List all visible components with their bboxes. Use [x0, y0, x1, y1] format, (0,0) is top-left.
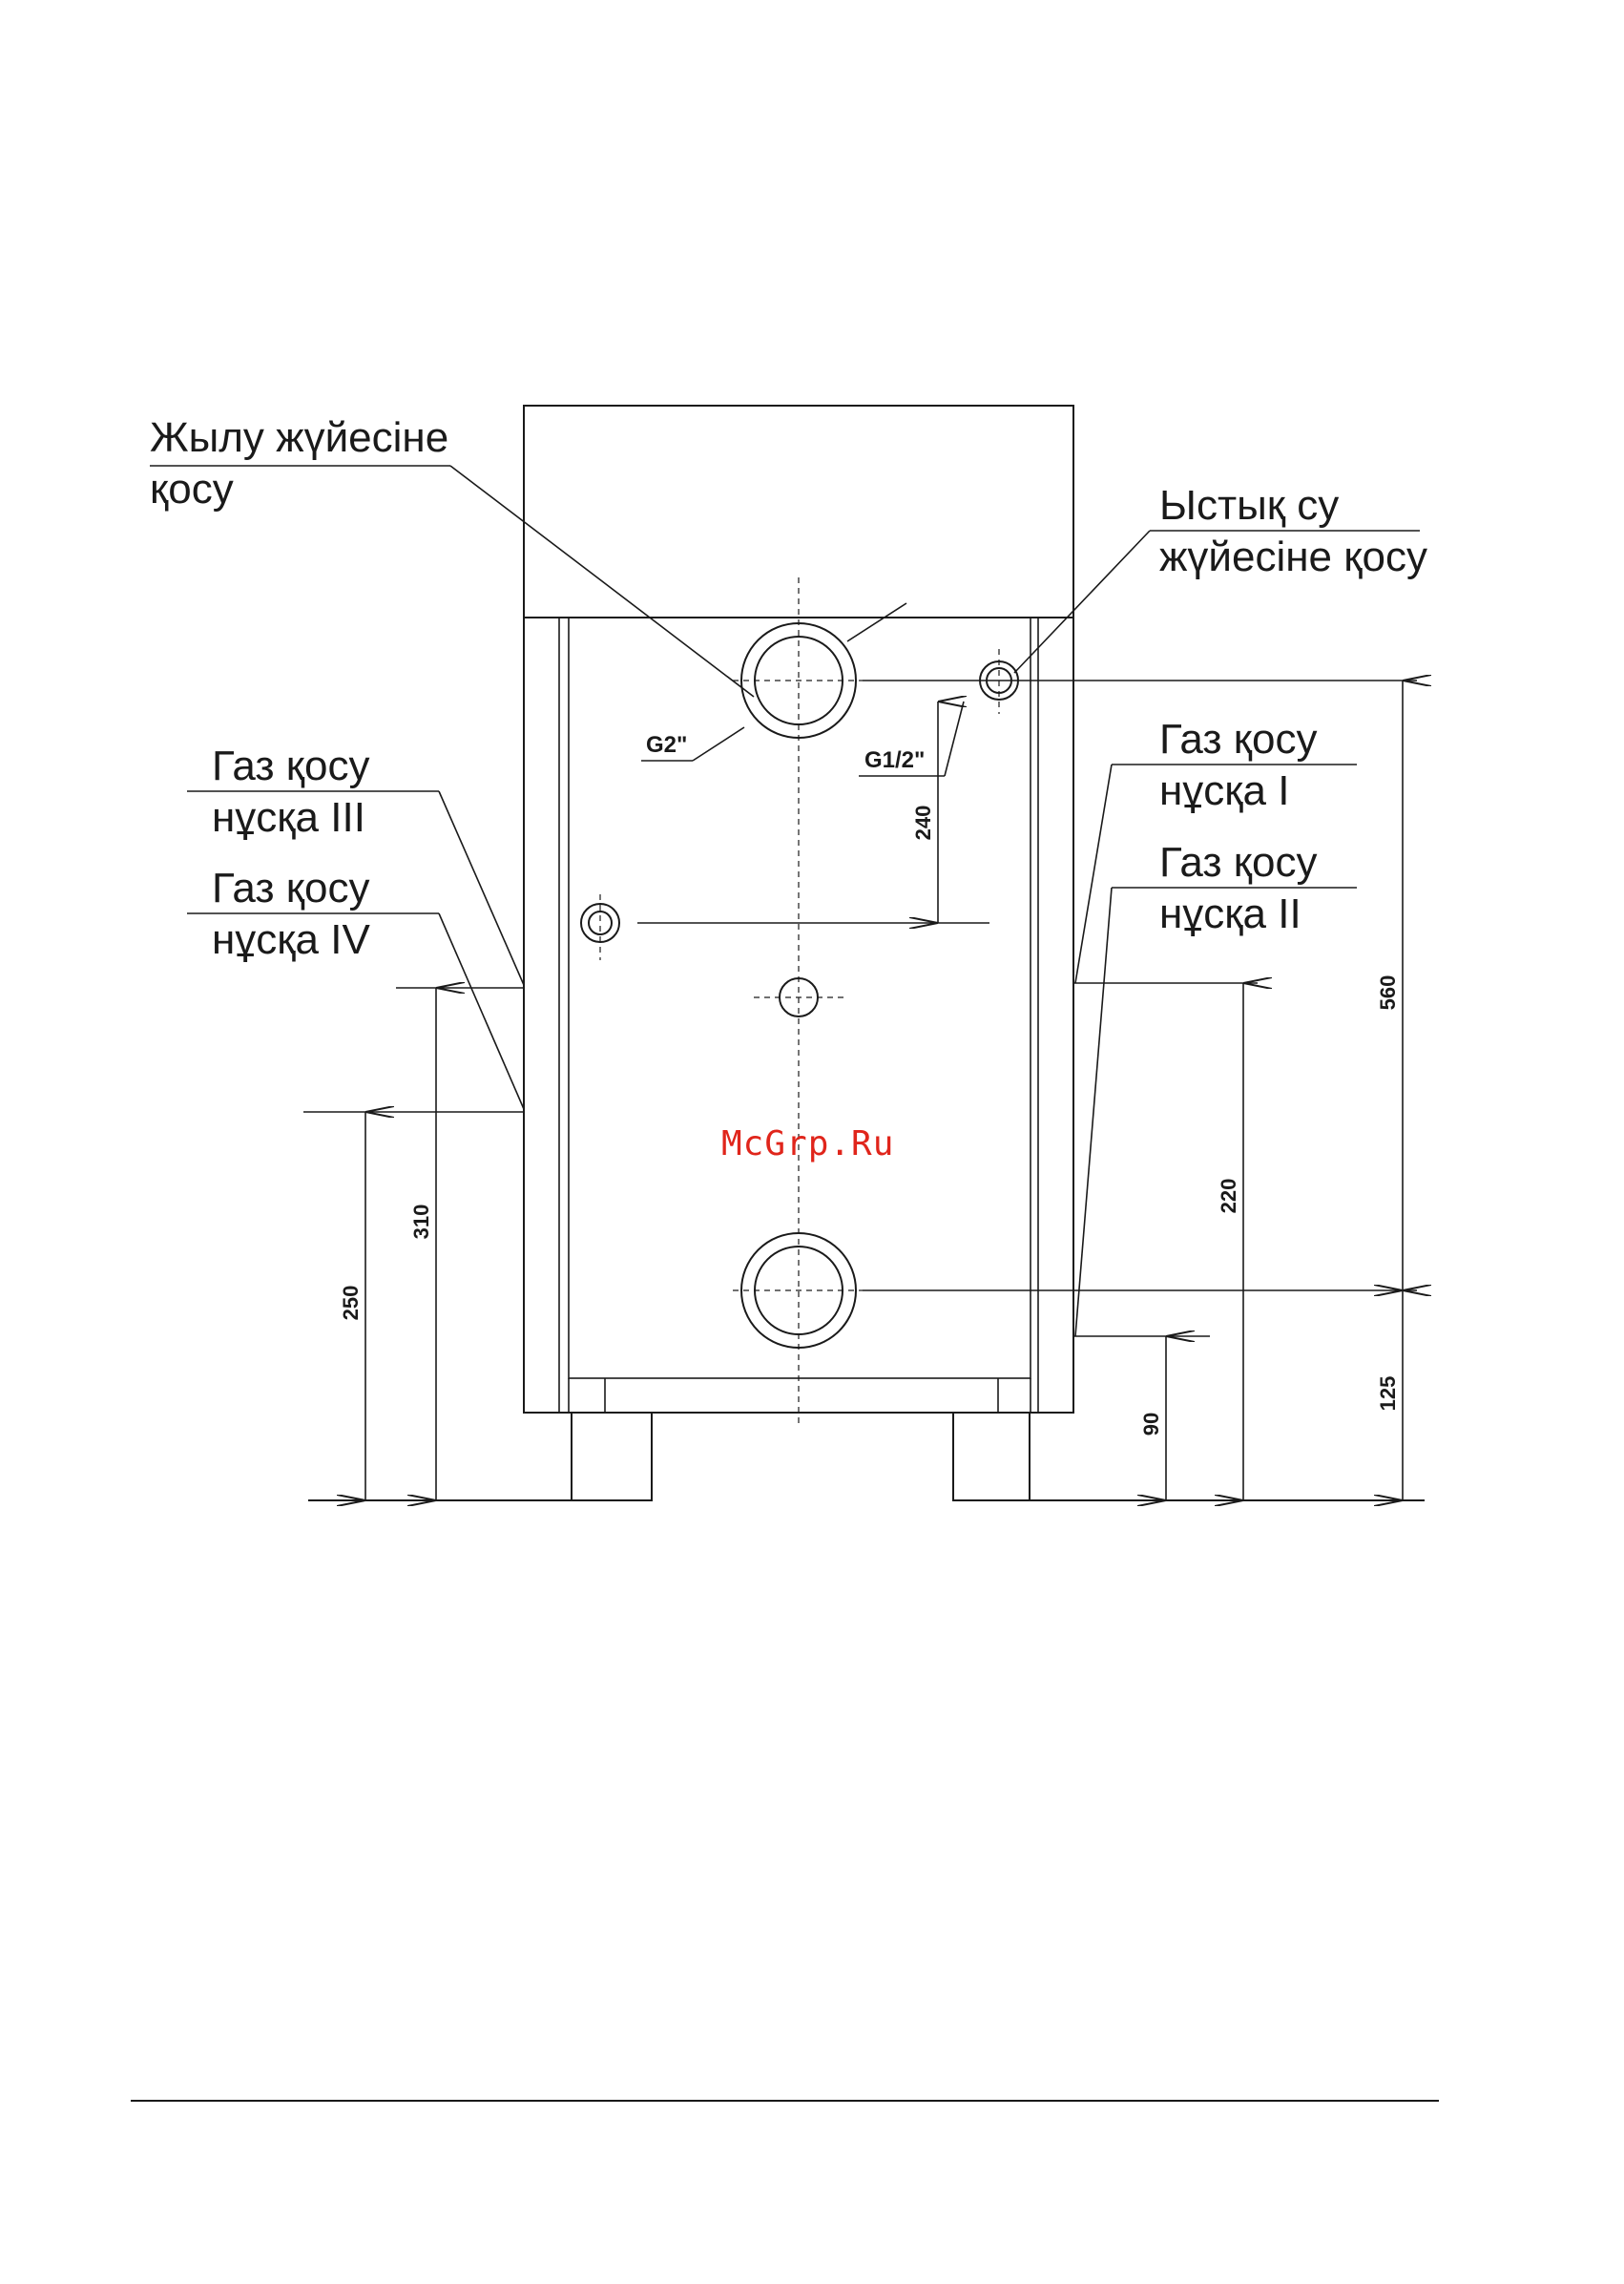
dimension-240-value: 240	[911, 806, 935, 841]
right-leg	[953, 1413, 1030, 1500]
dimension-250-value: 250	[339, 1286, 363, 1321]
thread-label-g2: G2"	[646, 732, 687, 758]
dimension-560-value: 560	[1376, 975, 1400, 1011]
gas2-label-line1: Газ қосу	[1159, 839, 1317, 886]
dimension-125-value: 125	[1376, 1376, 1400, 1412]
gas2-leader	[1075, 888, 1357, 1336]
heating-label-line1: Жылу жүйесіне	[150, 414, 448, 461]
thread-g2-leader	[693, 727, 744, 761]
boiler-top-panel	[524, 406, 1073, 618]
gas2-label-line2: нұсқа II	[1159, 891, 1301, 937]
hotwater-label-line2: жүйесіне қосу	[1159, 534, 1427, 580]
hotwater-label-line1: Ыстық су	[1159, 482, 1339, 529]
heating-leader	[150, 466, 754, 697]
dimension-90-value: 90	[1139, 1413, 1163, 1435]
heating-label-line2: қосу	[150, 466, 234, 513]
watermark: McGrp.Ru	[721, 1124, 894, 1163]
gas1-label-line1: Газ қосу	[1159, 716, 1317, 763]
dimension-310-value: 310	[409, 1205, 433, 1240]
gas4-label-line2: нұсқа IV	[212, 916, 370, 963]
gas3-label-line1: Газ қосу	[212, 743, 369, 789]
gas1-label-line2: нұсқа I	[1159, 767, 1289, 814]
gas3-label-line2: нұсқа III	[212, 794, 365, 841]
left-leg	[572, 1413, 652, 1500]
gas4-label-line1: Газ қосу	[212, 865, 369, 912]
thread-label-g12: G1/2"	[864, 747, 925, 773]
dimension-220-value: 220	[1217, 1179, 1240, 1214]
